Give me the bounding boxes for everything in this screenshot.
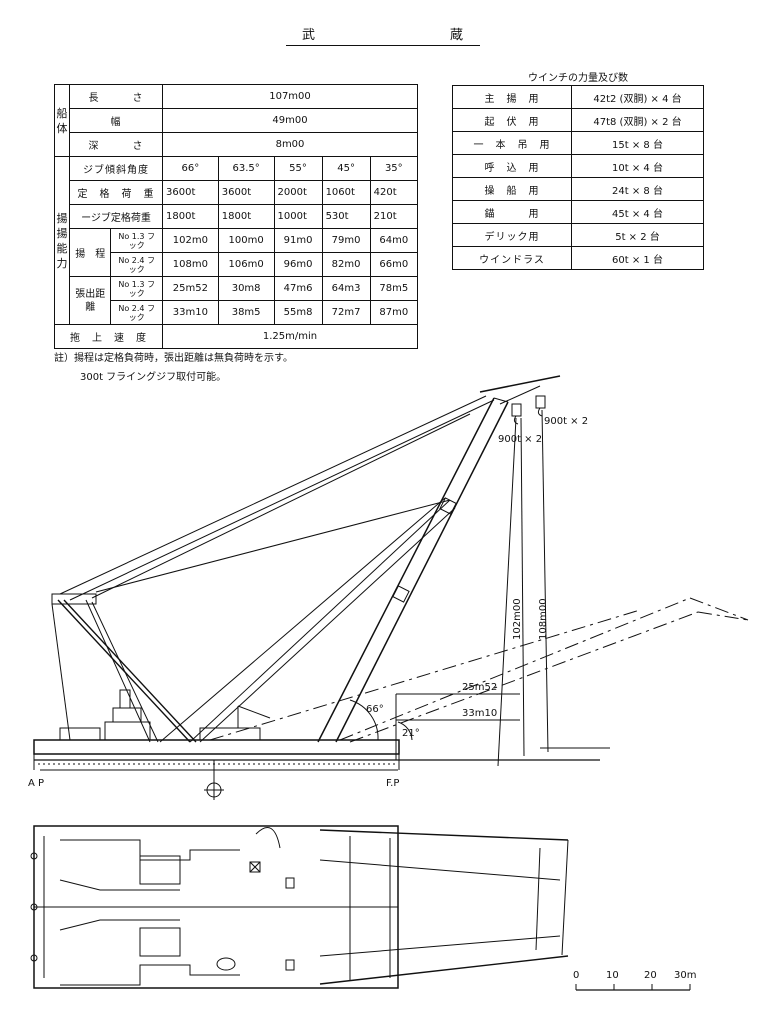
rated-load-label: 定 格 荷 重 bbox=[69, 180, 163, 205]
lift-capacity-label: 揚揚能力 bbox=[54, 156, 70, 325]
hull-depth-label: 深 さ bbox=[69, 132, 163, 157]
outreach-cell: 87m0 bbox=[369, 300, 419, 325]
main-jib bbox=[317, 375, 561, 743]
scale-bar bbox=[575, 984, 691, 991]
single-jib-cell: 1800t bbox=[162, 204, 219, 229]
hull-depth-value: 8m00 bbox=[162, 132, 418, 157]
winch-value: 60t × 1 台 bbox=[571, 246, 704, 270]
winch-value: 45t × 4 台 bbox=[571, 200, 704, 224]
aft-perpendicular-label: A P bbox=[28, 778, 44, 789]
angle-label-b: 21° bbox=[402, 728, 420, 739]
hook-icon bbox=[511, 395, 546, 425]
lift-height-label: 揚 程 bbox=[68, 228, 112, 277]
outreach-cell: 72m7 bbox=[321, 300, 371, 325]
jib-angle-cell: 35° bbox=[369, 156, 419, 181]
a-frame bbox=[51, 593, 197, 743]
note-line-2: 300t フライングジフ取付可能。 bbox=[80, 372, 227, 383]
winch-label: 呼 込 用 bbox=[452, 154, 572, 178]
page-title: 武 蔵 bbox=[286, 24, 480, 46]
side-hull bbox=[33, 739, 600, 771]
scale-label: 0 bbox=[573, 970, 579, 981]
table-row: 拖 上 速 度 1.25m/min bbox=[54, 324, 418, 349]
hull-length-label: 長 さ bbox=[69, 84, 163, 109]
scale-label: 10 bbox=[606, 970, 619, 981]
table-row: No 2.4 フック 108m0 106m0 96m0 82m0 66m0 bbox=[55, 252, 419, 277]
jib-angle-cell: 55° bbox=[273, 156, 323, 181]
single-jib-cell: 210t bbox=[369, 204, 419, 229]
speed-value: 1.25m/min bbox=[162, 324, 418, 349]
forward-perpendicular-label: F.P bbox=[386, 778, 399, 789]
title-left: 武 bbox=[302, 28, 317, 43]
hull-breadth-value: 49m00 bbox=[162, 108, 418, 133]
winch-caption: ウインチの力量及び数 bbox=[528, 73, 628, 84]
table-row: 定 格 荷 重 3600t 3600t 2000t 1060t 420t bbox=[55, 180, 419, 205]
single-jib-cell: 1800t bbox=[217, 204, 275, 229]
pendant-wires bbox=[59, 395, 495, 743]
specs-table: 船体 長 さ 107m00 幅 49m00 深 さ 8m00 揚揚能力 ジブ傾斜… bbox=[54, 84, 419, 349]
hook-24-label: No 2.4 フック bbox=[110, 252, 163, 277]
table-row: ージブ定格荷重 1800t 1800t 1000t 530t 210t bbox=[55, 204, 419, 229]
single-jib-cell: 1000t bbox=[273, 204, 323, 229]
height-label-b: 108m00 bbox=[538, 598, 549, 640]
reach-label-a: 25m52 bbox=[462, 682, 497, 693]
winch-label: 操 船 用 bbox=[452, 177, 572, 201]
table-row: No 2.4 フック 33m10 38m5 55m8 72m7 87m0 bbox=[55, 300, 419, 325]
winch-value: 42t2 (双胴) × 4 台 bbox=[571, 85, 704, 109]
winch-value: 47t8 (双胴) × 2 台 bbox=[571, 108, 704, 132]
jib-angle-label: ジブ傾斜角度 bbox=[69, 156, 163, 181]
table-row: 揚揚能力 ジブ傾斜角度 66° 63.5° 55° 45° 35° bbox=[54, 156, 419, 325]
hook-label-b: 900t × 2 bbox=[498, 434, 542, 445]
table-row: 深 さ 8m00 bbox=[55, 132, 418, 157]
rated-load-cell: 1060t bbox=[321, 180, 371, 205]
lift-height-cell: 66m0 bbox=[369, 252, 419, 277]
winch-value: 24t × 8 台 bbox=[571, 177, 704, 201]
outreach-cell: 33m10 bbox=[162, 300, 219, 325]
table-row: 張出距離 No 1.3 フック 25m52 30m8 47m6 64m3 78m… bbox=[55, 276, 419, 325]
lift-height-cell: 106m0 bbox=[217, 252, 275, 277]
dimension-lines bbox=[204, 409, 610, 800]
outreach-cell: 55m8 bbox=[273, 300, 323, 325]
scale-label: 20 bbox=[644, 970, 657, 981]
scale-label: 30m bbox=[674, 970, 696, 981]
rated-load-cell: 2000t bbox=[273, 180, 323, 205]
single-jib-label: ージブ定格荷重 bbox=[69, 204, 163, 229]
deck-house bbox=[59, 689, 271, 741]
outreach-cell: 30m8 bbox=[217, 276, 275, 301]
height-label-a: 102m00 bbox=[512, 598, 523, 640]
reach-label-b: 33m10 bbox=[462, 708, 497, 719]
plan-view bbox=[30, 825, 569, 989]
title-right: 蔵 bbox=[449, 28, 464, 43]
note-line-1: 註）揚程は定格負荷時，張出距離は無負荷時を示す。 bbox=[54, 353, 293, 364]
hook-label-a: 900t × 2 bbox=[544, 416, 588, 427]
outreach-cell: 38m5 bbox=[217, 300, 275, 325]
angle-label-a: 66° bbox=[366, 704, 384, 715]
winch-label: 起 伏 用 bbox=[452, 108, 572, 132]
lift-height-cell: 96m0 bbox=[273, 252, 323, 277]
speed-label: 拖 上 速 度 bbox=[54, 324, 163, 349]
